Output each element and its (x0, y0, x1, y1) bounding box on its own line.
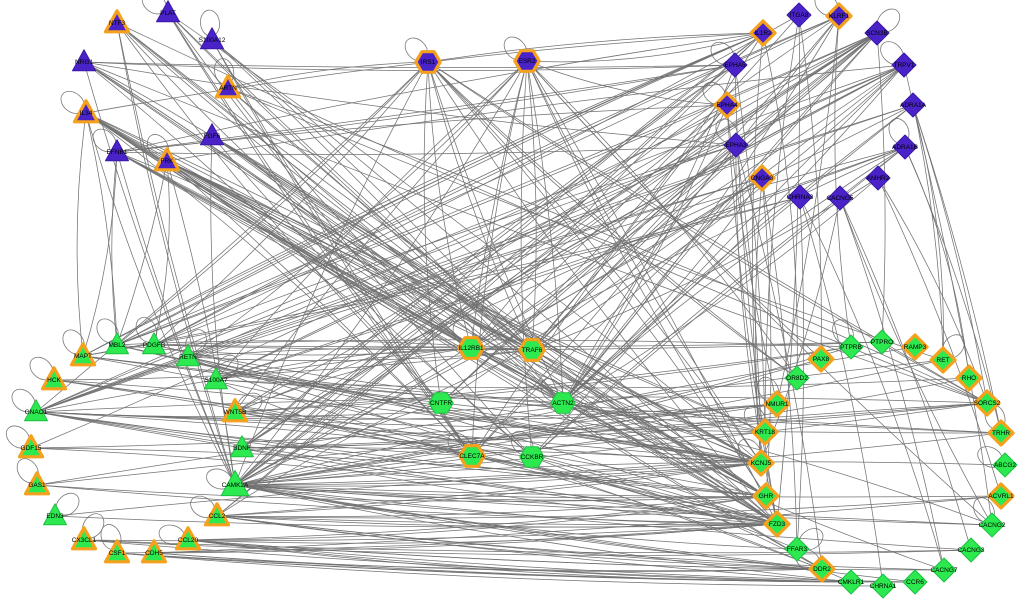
svg-text:PLAT: PLAT (160, 10, 176, 17)
svg-text:CHRNA1: CHRNA1 (870, 583, 897, 590)
svg-text:CX3CL1: CX3CL1 (72, 537, 97, 544)
svg-text:MBL2: MBL2 (109, 342, 126, 349)
svg-text:CACNG7: CACNG7 (930, 567, 957, 574)
svg-text:NRG1: NRG1 (75, 59, 93, 66)
svg-text:IL34: IL34 (80, 110, 93, 117)
svg-text:NMUR1: NMUR1 (765, 401, 788, 408)
svg-text:S100A12: S100A12 (199, 37, 226, 44)
svg-text:DDR2: DDR2 (813, 566, 831, 573)
svg-text:KLRF1: KLRF1 (829, 13, 850, 20)
svg-text:ACTN2: ACTN2 (552, 400, 574, 407)
svg-text:PTPRO: PTPRO (871, 339, 893, 346)
svg-text:SORCS2: SORCS2 (974, 400, 1001, 407)
svg-text:PAX8: PAX8 (813, 356, 830, 363)
svg-text:CNGA3: CNGA3 (751, 175, 774, 182)
svg-text:ARTN: ARTN (219, 85, 237, 92)
svg-text:IRS1: IRS1 (421, 59, 436, 66)
svg-text:CACNG2: CACNG2 (978, 522, 1005, 529)
svg-text:EPHA5: EPHA5 (724, 62, 746, 69)
svg-text:FZD3: FZD3 (769, 521, 786, 528)
svg-text:GHR: GHR (759, 493, 774, 500)
svg-text:CACNG5: CACNG5 (826, 195, 853, 202)
svg-text:CHRNA3: CHRNA3 (787, 194, 814, 201)
svg-text:KCNJ5: KCNJ5 (751, 460, 772, 467)
svg-text:OR8D2: OR8D2 (786, 375, 808, 382)
svg-text:GDF15: GDF15 (21, 445, 42, 452)
svg-text:EPHA3: EPHA3 (725, 142, 747, 149)
svg-text:EDN3: EDN3 (46, 513, 64, 520)
svg-text:GNAO1: GNAO1 (25, 409, 48, 416)
svg-text:TRHR: TRHR (992, 430, 1010, 437)
svg-text:ESR2: ESR2 (519, 58, 536, 65)
svg-text:CCL20: CCL20 (178, 537, 199, 544)
svg-text:SCN3B: SCN3B (866, 30, 888, 37)
svg-text:KRT18: KRT18 (755, 429, 775, 436)
svg-text:CLEC7A: CLEC7A (459, 453, 485, 460)
svg-text:PDGFB: PDGFB (143, 342, 165, 349)
svg-text:RAMP3: RAMP3 (904, 344, 927, 351)
svg-text:TRAF6: TRAF6 (522, 347, 543, 354)
svg-text:RHO: RHO (962, 375, 976, 382)
svg-text:ADRA1A: ADRA1A (900, 102, 927, 109)
svg-text:CACNG3: CACNG3 (957, 547, 984, 554)
svg-text:FRK: FRK (161, 158, 175, 165)
svg-text:GAS1: GAS1 (28, 482, 46, 489)
svg-text:IL12RB1: IL12RB1 (458, 345, 484, 352)
svg-text:CSF1: CSF1 (109, 550, 126, 557)
svg-text:IL1R2: IL1R2 (754, 30, 772, 37)
svg-text:ITGA8: ITGA8 (790, 12, 809, 19)
svg-text:ABCG2: ABCG2 (994, 462, 1016, 469)
svg-text:ACVRL1: ACVRL1 (988, 493, 1014, 500)
svg-text:CDH5: CDH5 (145, 550, 163, 557)
svg-text:FGF6: FGF6 (204, 133, 221, 140)
svg-text:WNT5B: WNT5B (224, 409, 247, 416)
svg-text:EFNB1: EFNB1 (107, 149, 128, 156)
svg-text:CCKBR: CCKBR (521, 454, 544, 461)
svg-text:CCR6: CCR6 (906, 579, 924, 586)
svg-text:HCK: HCK (47, 377, 61, 384)
svg-text:PTPRB: PTPRB (840, 344, 862, 351)
svg-text:MAPT: MAPT (74, 353, 92, 360)
svg-text:EPHA4: EPHA4 (716, 102, 738, 109)
svg-text:CNTFR: CNTFR (430, 400, 452, 407)
svg-text:NTF3: NTF3 (109, 20, 126, 27)
svg-text:RETN: RETN (179, 354, 197, 361)
svg-text:ADRA1B: ADRA1B (892, 144, 918, 151)
svg-text:TRPV1: TRPV1 (894, 62, 915, 69)
svg-text:CMKLR1: CMKLR1 (838, 579, 865, 586)
svg-text:FFAR3: FFAR3 (787, 546, 808, 553)
svg-text:S100A7: S100A7 (204, 377, 228, 384)
svg-text:BDNF: BDNF (233, 445, 251, 452)
svg-text:CCL2: CCL2 (209, 513, 226, 520)
svg-text:RET: RET (937, 357, 950, 364)
svg-text:CAMK2A: CAMK2A (222, 482, 249, 489)
svg-text:AMHR2: AMHR2 (867, 175, 890, 182)
